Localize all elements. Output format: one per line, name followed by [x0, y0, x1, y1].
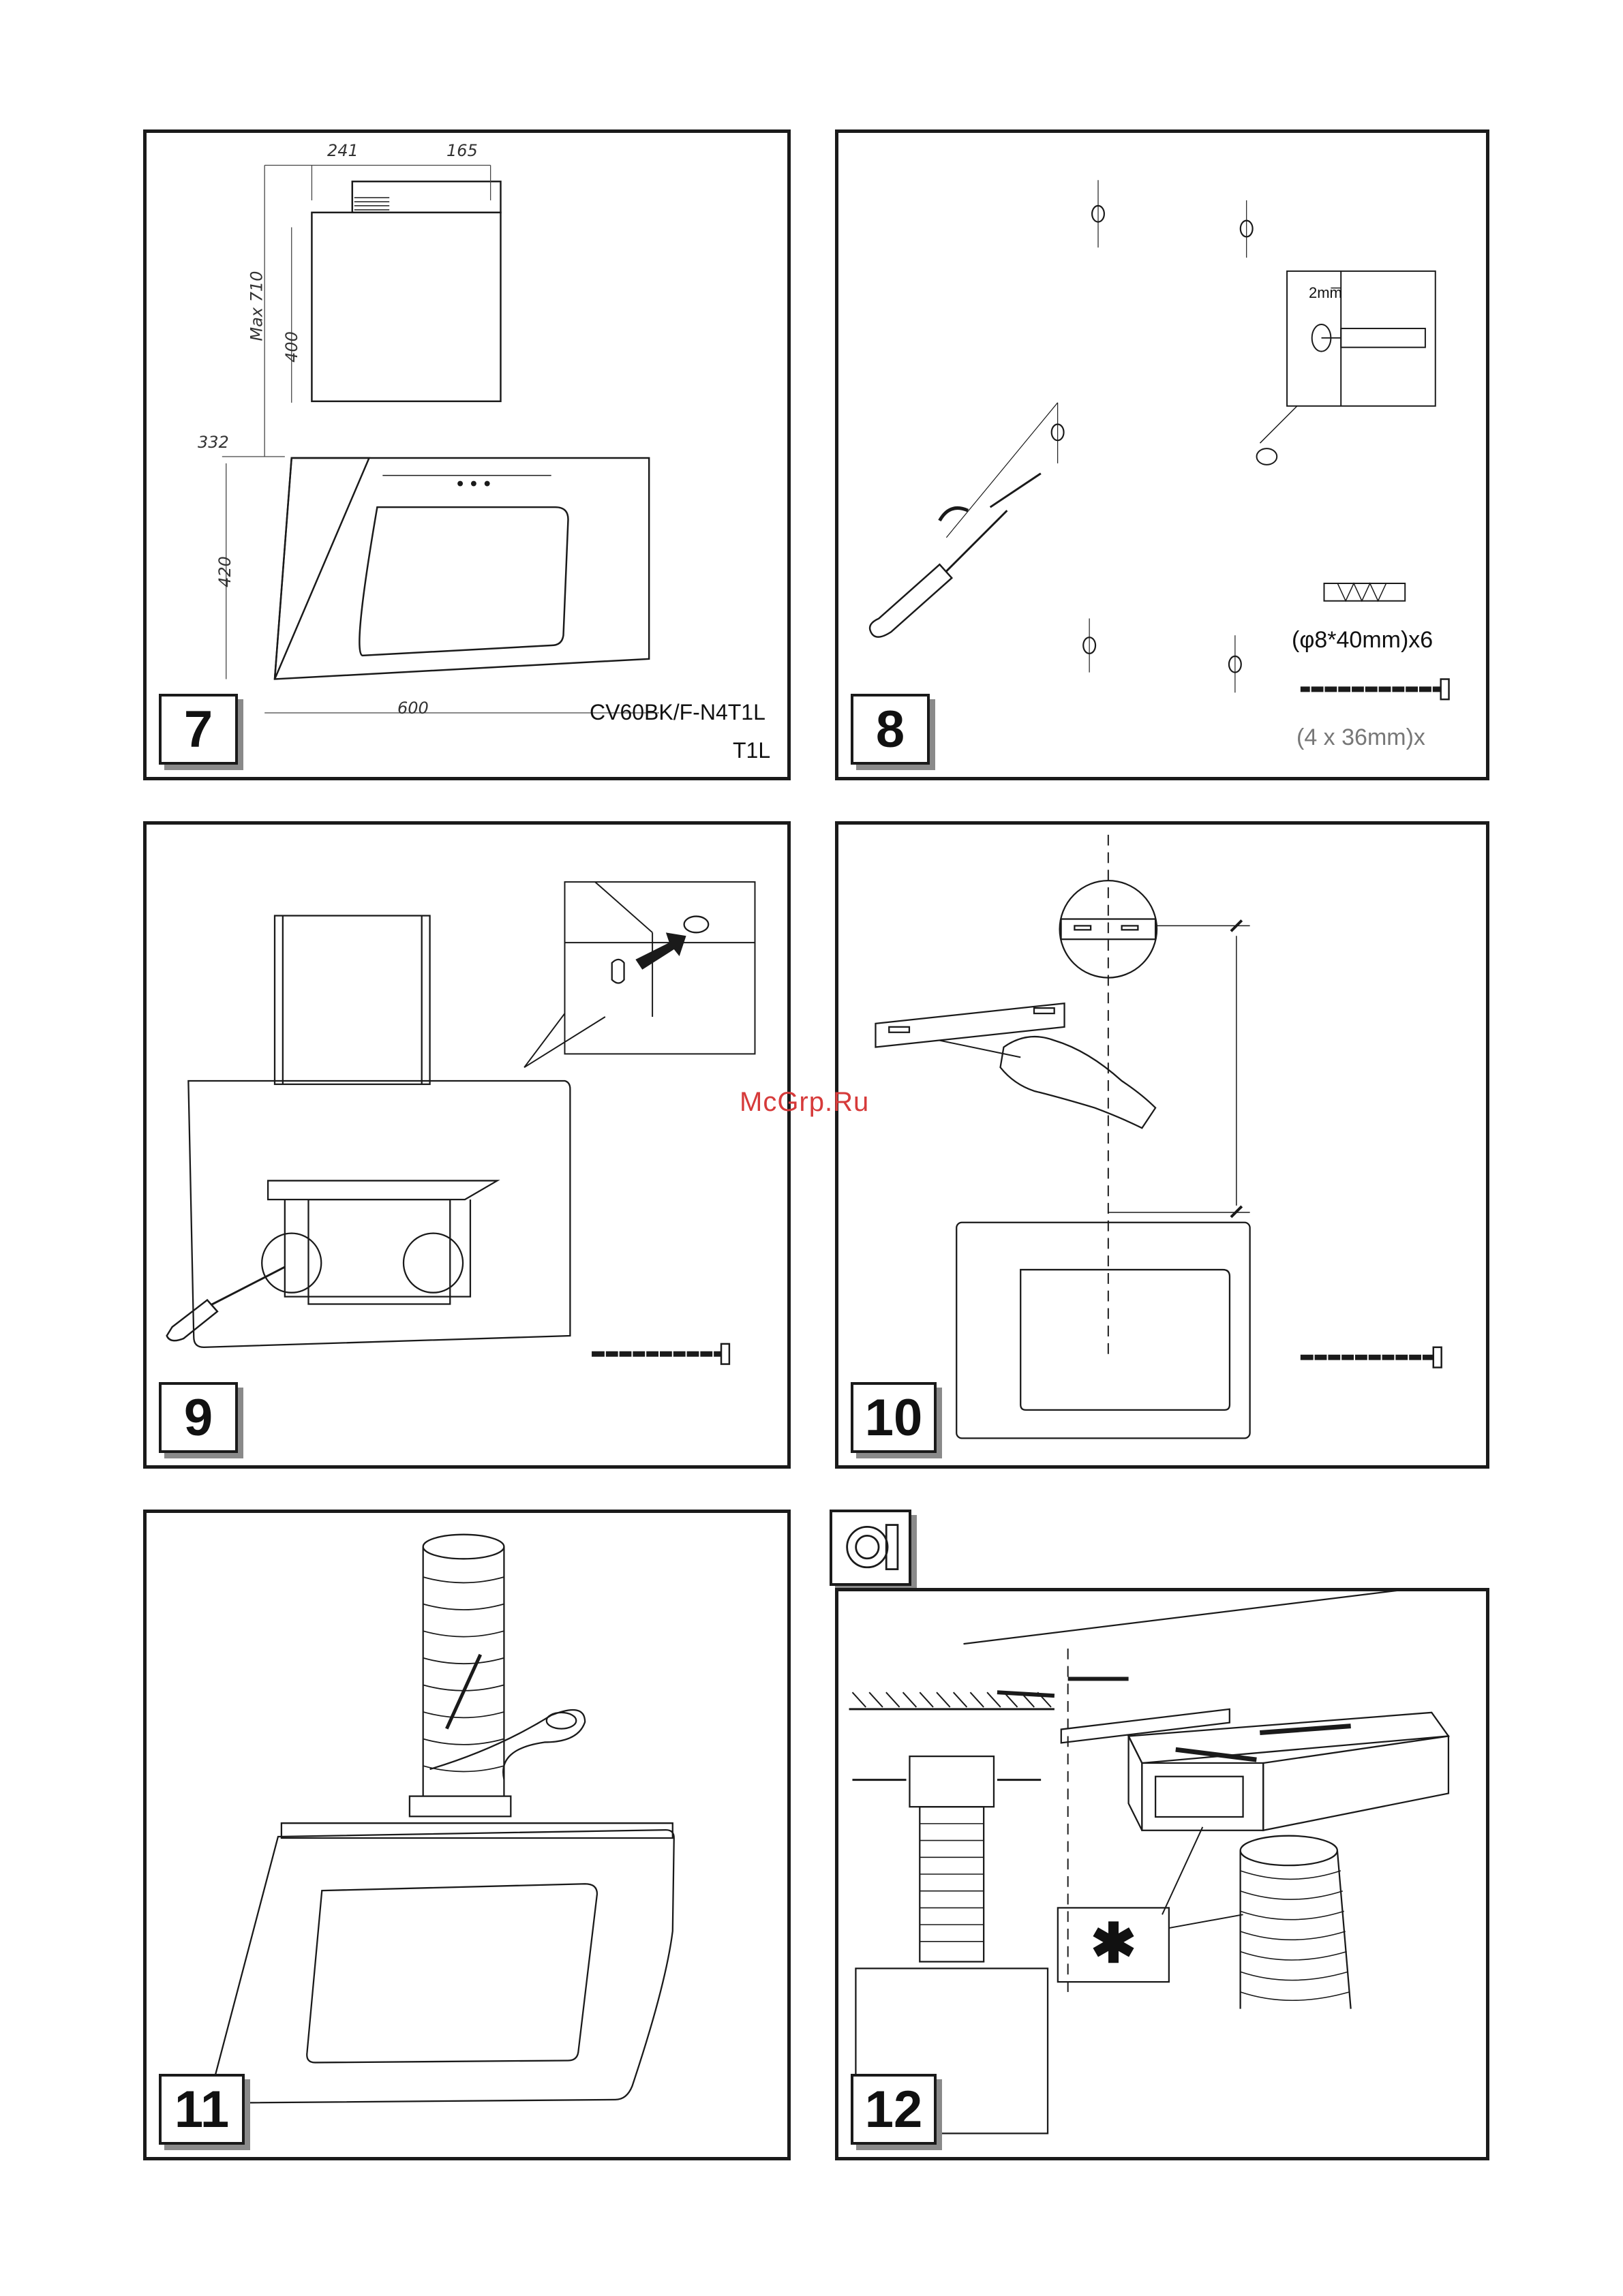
step-number: 10	[851, 1382, 937, 1453]
dim-600: 600	[397, 699, 429, 718]
panel-10: 10	[835, 821, 1489, 1469]
bracket-mounting-drawing	[838, 825, 1486, 1465]
panel-8: 2mm (φ8*40mm)x6 (4 x 36mm)x 8	[835, 129, 1489, 780]
panel-7: 241 165 Max 710 400 332 420 600 CV60BK/F…	[143, 129, 791, 780]
gap-label: 2mm	[1309, 284, 1342, 302]
asterisk-icon: ✱	[1091, 1912, 1136, 1975]
watermark: McGrp.Ru	[740, 1087, 869, 1118]
wall-drilling-drawing	[838, 133, 1486, 777]
screwdriver-icon	[167, 1267, 285, 1341]
panel-9: 9	[143, 821, 791, 1469]
exhaust-symbol-icon	[830, 1510, 911, 1586]
screw-icon	[592, 1344, 729, 1364]
dim-max-710: Max 710	[247, 271, 267, 341]
model-name: CV60BK/F-N4T1L	[590, 700, 765, 725]
dim-400: 400	[282, 331, 301, 363]
screwdriver-icon	[870, 510, 1007, 637]
duct-connection-drawing	[147, 1513, 787, 2157]
wall-plug-icon	[1324, 583, 1405, 601]
wall-plug-label: (φ8*40mm)x6	[1292, 627, 1433, 654]
model-variant: T1L	[733, 738, 770, 763]
dim-241: 241	[327, 141, 359, 160]
step-number: 8	[851, 694, 930, 765]
screw-label: (4 x 36mm)x	[1296, 724, 1425, 751]
ceiling-duct-drawing	[838, 1591, 1486, 2157]
step-number: 9	[159, 1382, 238, 1453]
screw-icon	[1301, 1347, 1442, 1368]
dim-332: 332	[198, 433, 229, 452]
dim-420: 420	[215, 556, 234, 587]
step-number: 12	[851, 2074, 937, 2145]
panel-12: ✱ 12	[835, 1588, 1489, 2160]
hood-hanging-drawing	[147, 825, 787, 1465]
panel-11: 11	[143, 1510, 791, 2160]
step-number: 7	[159, 694, 238, 765]
step-number: 11	[159, 2074, 245, 2145]
dim-165: 165	[446, 141, 478, 160]
hood-dimension-drawing	[147, 133, 787, 777]
screw-icon	[1301, 679, 1449, 700]
